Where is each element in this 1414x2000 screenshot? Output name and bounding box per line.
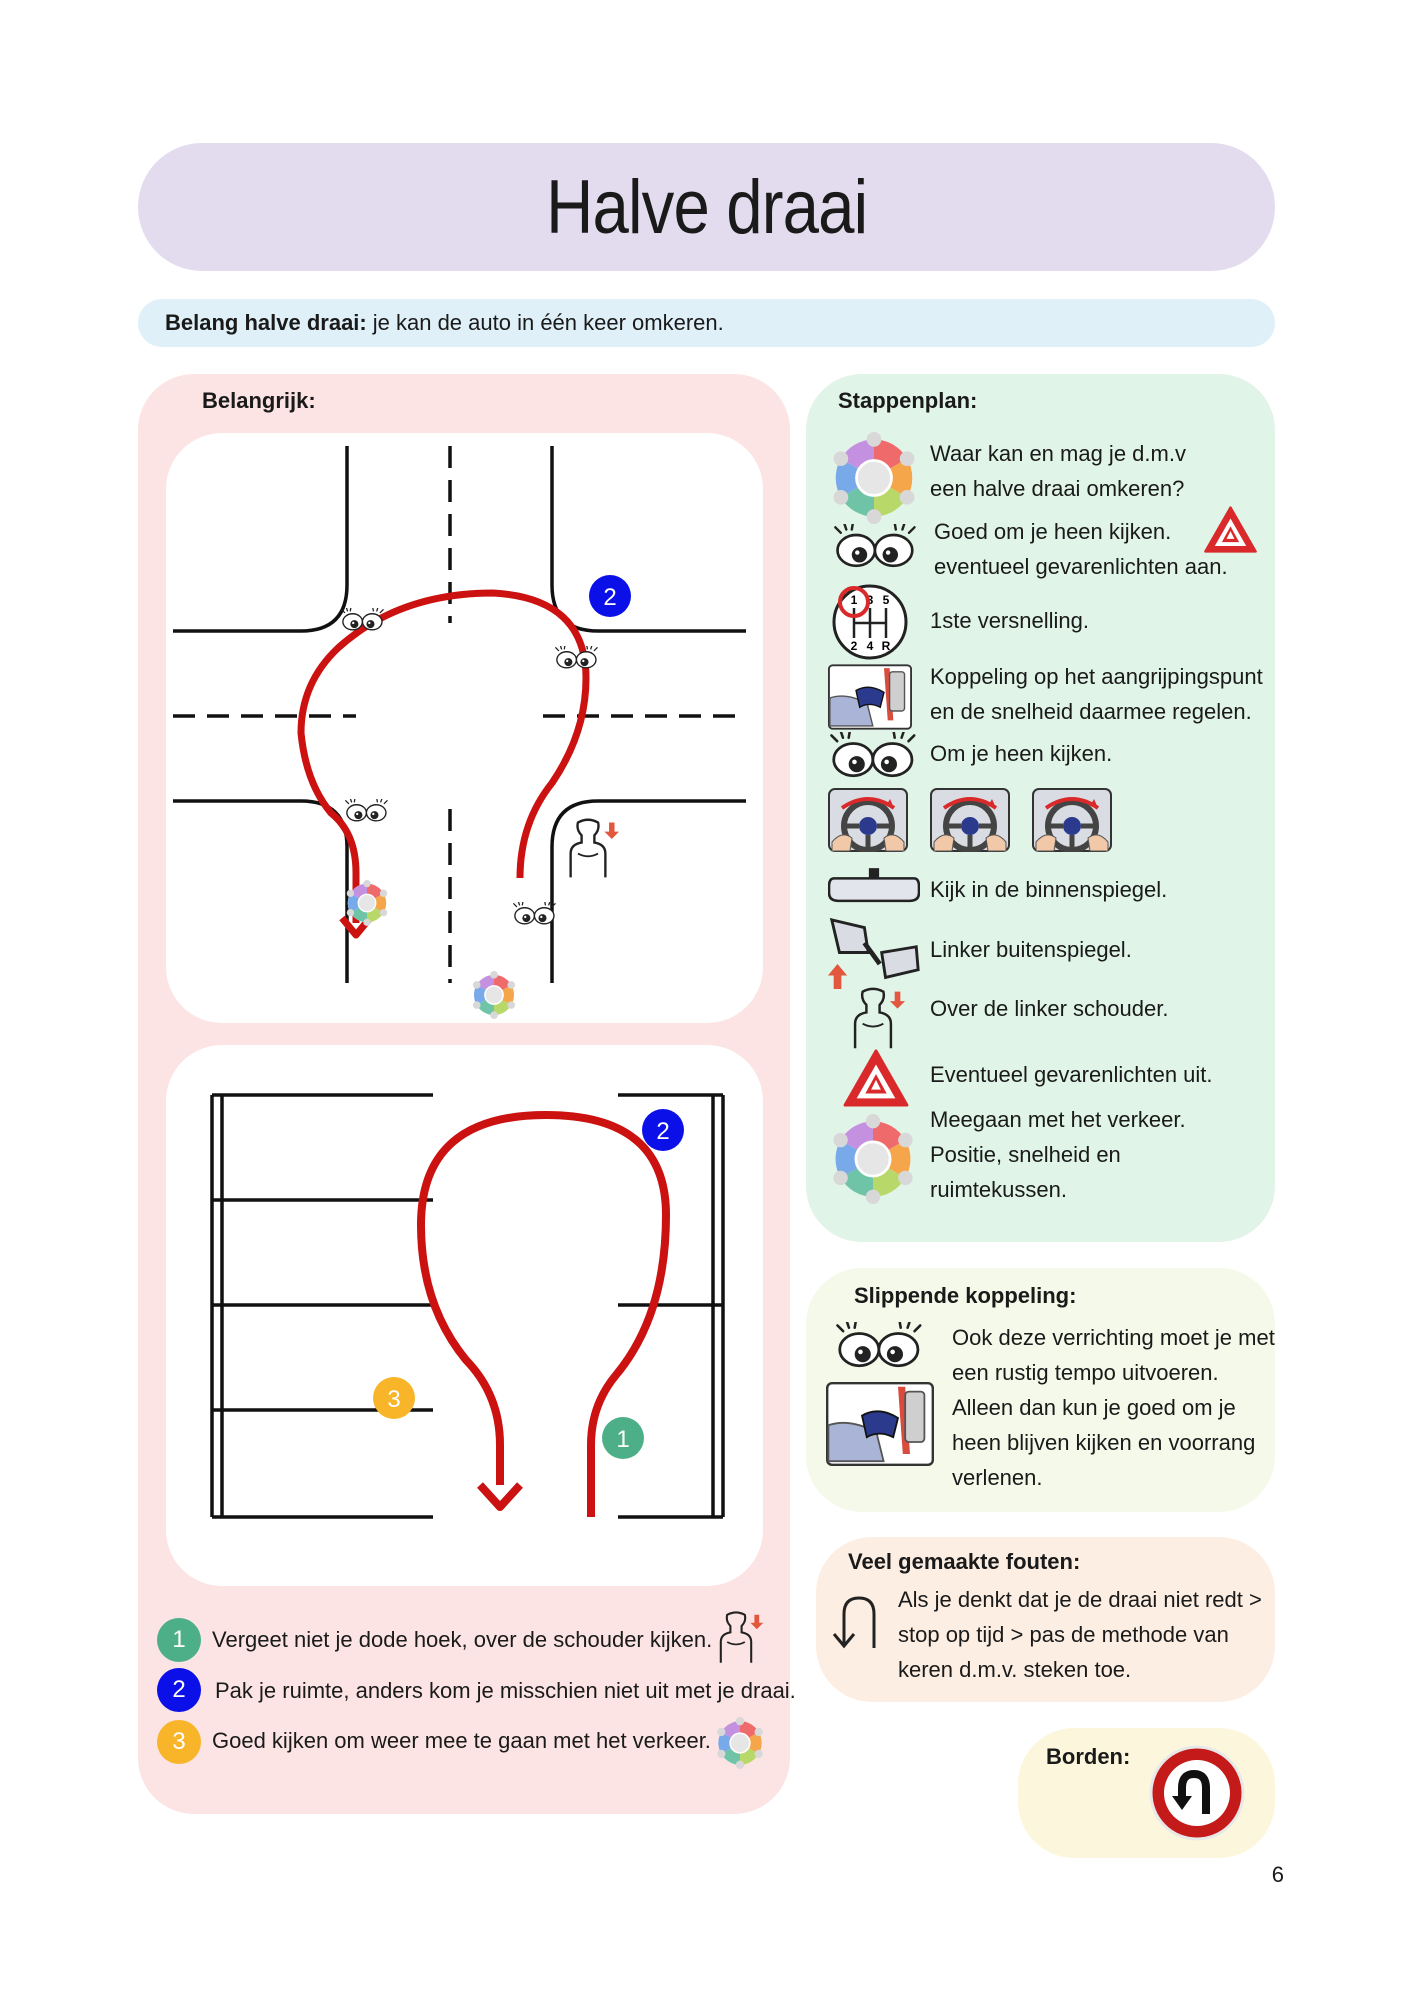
shoulder-check-icon <box>569 818 620 879</box>
steering-wheel-icon <box>828 788 908 852</box>
clutch-pedal-icon <box>828 664 912 730</box>
lanes-diagram: 2 3 1 <box>210 1093 725 1519</box>
common-errors-text: Als je denkt dat je de draai niet redt >… <box>898 1587 1262 1682</box>
u-turn-icon <box>832 1596 876 1649</box>
note-3: Goed kijken om weer mee te gaan met het … <box>212 1728 711 1753</box>
important-heading: Belangrijk: <box>202 388 316 413</box>
badge-2 <box>589 575 631 617</box>
eyes-icon <box>833 524 916 568</box>
svg-text:1: 1 <box>616 1426 629 1453</box>
eyes-icon <box>513 902 556 925</box>
color-wheel-icon <box>716 1717 764 1769</box>
steering-wheel-icon <box>1032 788 1112 852</box>
lanes-diagram-card: 2 3 1 <box>166 1045 763 1586</box>
svg-text:5: 5 <box>883 593 890 607</box>
hazard-icon <box>1204 506 1257 553</box>
step-10: Meegaan met het verkeer.Positie, snelhei… <box>930 1107 1186 1202</box>
signs-heading: Borden: <box>1046 1744 1131 1769</box>
note-1: Vergeet niet je dode hoek, over de schou… <box>212 1627 713 1652</box>
svg-text:4: 4 <box>867 639 874 653</box>
svg-text:2: 2 <box>851 639 858 653</box>
intro-banner: Belang halve draai: je kan de auto in éé… <box>138 299 1275 347</box>
svg-text:2: 2 <box>603 584 616 611</box>
svg-text:1: 1 <box>851 593 858 607</box>
eyes-icon <box>345 799 388 822</box>
slipping-clutch-heading: Slippende koppeling: <box>854 1283 1077 1308</box>
step-8: Over de linker schouder. <box>930 996 1169 1021</box>
color-wheel-icon <box>832 1114 914 1204</box>
page-title: Halve draai <box>545 164 868 250</box>
intersection-diagram-card: 2 <box>166 433 763 1023</box>
intro-label: Belang halve draai: <box>165 310 367 335</box>
svg-text:3: 3 <box>387 1386 400 1413</box>
gear-shift-icon: 1 3 5 2 4 R <box>832 584 908 660</box>
badge-1 <box>602 1417 644 1459</box>
note-badge-3: 3 <box>157 1720 201 1764</box>
no-u-turn-sign-icon <box>1149 1745 1245 1841</box>
eyes-icon <box>836 1322 922 1368</box>
step-5: Om je heen kijken. <box>930 741 1113 766</box>
badge-3 <box>373 1377 415 1419</box>
hazard-icon <box>843 1049 909 1107</box>
shoulder-check-icon <box>853 987 906 1050</box>
title-banner: Halve draai <box>138 143 1275 271</box>
common-errors-panel <box>816 1537 1275 1702</box>
svg-text:2: 2 <box>656 1118 669 1145</box>
step-6: Kijk in de binnenspiegel. <box>930 877 1168 902</box>
clutch-pedal-icon <box>826 1382 934 1466</box>
color-wheel-icon <box>472 971 516 1019</box>
badge-2 <box>642 1109 684 1151</box>
steering-wheel-icon <box>930 788 1010 852</box>
eyes-icon <box>830 732 916 778</box>
svg-text:R: R <box>882 639 891 653</box>
color-wheel-icon <box>832 432 916 524</box>
rearview-mirror-icon <box>828 866 920 903</box>
step-9: Eventueel gevarenlichten uit. <box>930 1062 1213 1087</box>
step-7: Linker buitenspiegel. <box>930 937 1132 962</box>
note-2: Pak je ruimte, anders kom je misschien n… <box>215 1678 796 1703</box>
step-3: 1ste versnelling. <box>930 608 1089 633</box>
intersection-diagram: 2 <box>173 446 746 983</box>
note-badge-1: 1 <box>157 1618 201 1662</box>
steps-heading: Stappenplan: <box>838 388 978 413</box>
note-badge-2: 2 <box>157 1668 201 1712</box>
svg-text:3: 3 <box>867 593 874 607</box>
intro-text: je kan de auto in één keer omkeren. <box>372 310 724 335</box>
shoulder-check-icon <box>719 1611 764 1664</box>
side-mirror-icon <box>826 914 922 991</box>
page-number: 6 <box>1271 1862 1284 1887</box>
common-errors-heading: Veel gemaakte fouten: <box>848 1549 1081 1574</box>
step-2: Goed om je heen kijken.eventueel gevaren… <box>934 519 1228 579</box>
eyes-icon <box>555 646 598 669</box>
